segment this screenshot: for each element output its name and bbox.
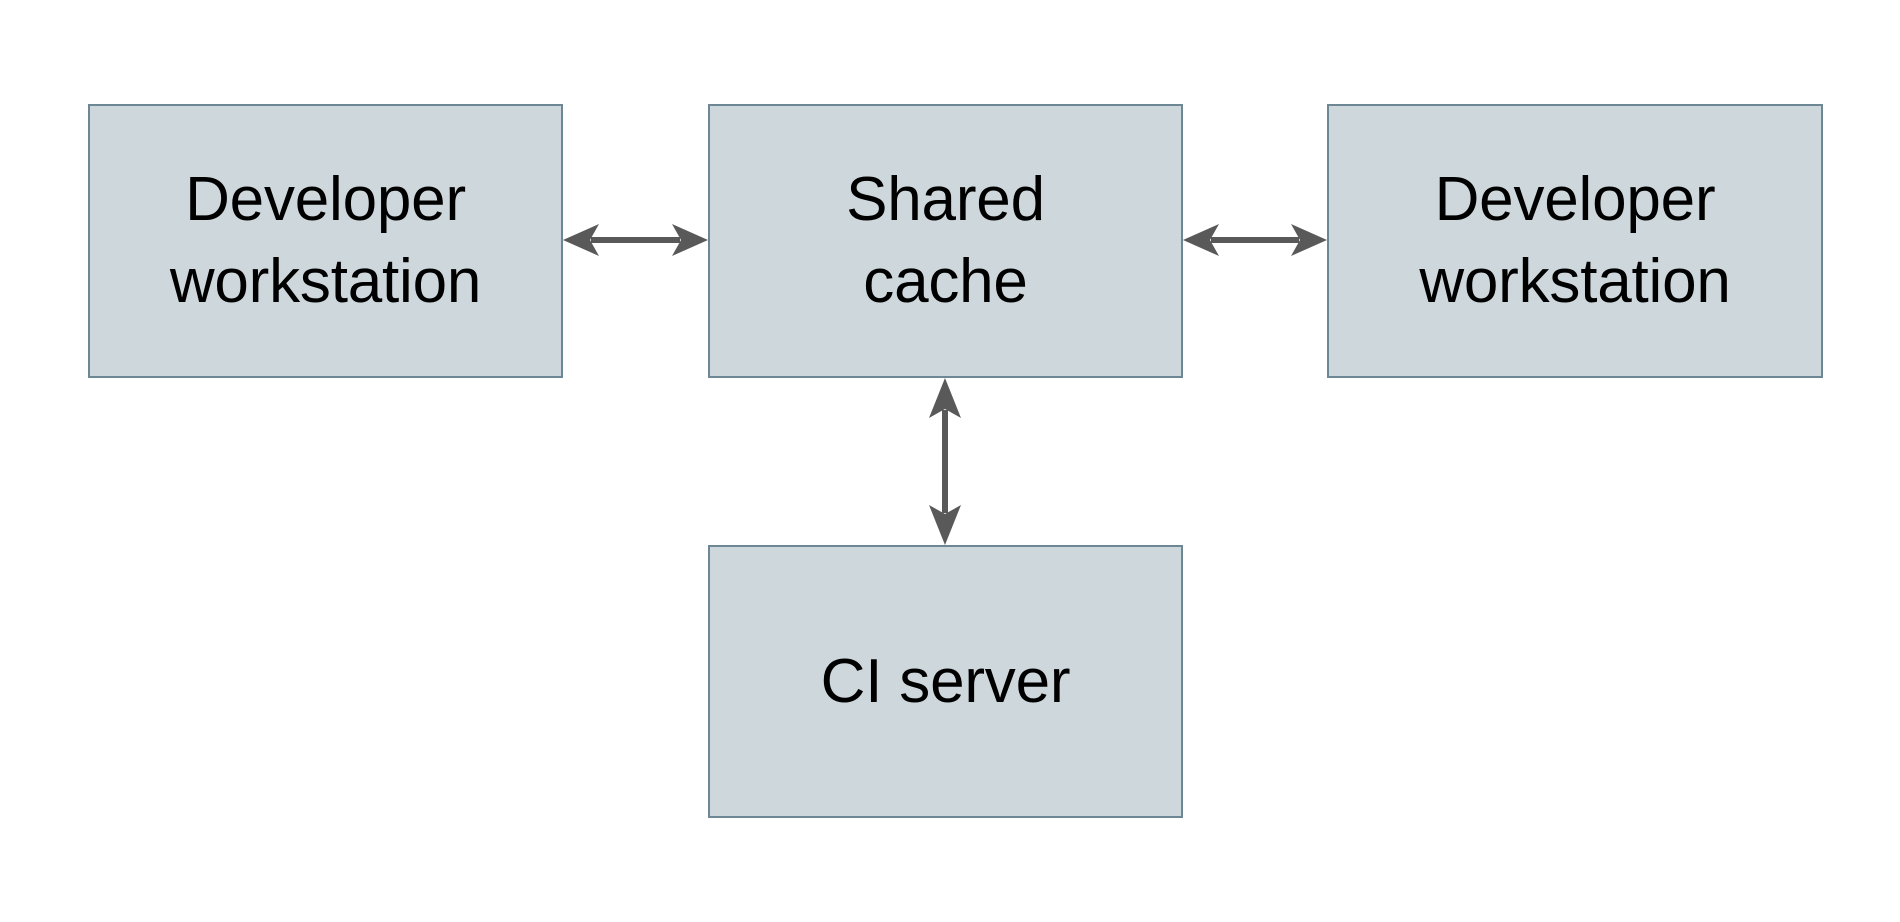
node-ci-server[interactable]: CI server bbox=[708, 545, 1183, 818]
double-headed-arrow-icon bbox=[929, 378, 961, 545]
node-developer-workstation-left[interactable]: Developer workstation bbox=[88, 104, 563, 378]
node-label-ci-server: CI server bbox=[820, 646, 1071, 716]
node-label-developer-workstation-left: Developer workstation bbox=[169, 165, 482, 316]
node-label-shared-cache: Shared cache bbox=[846, 165, 1045, 316]
edge-shared-cache-to-ci-server[interactable] bbox=[919, 378, 971, 545]
edge-shared-cache-to-developer-workstation-right[interactable] bbox=[1183, 214, 1327, 266]
double-headed-arrow-icon bbox=[563, 224, 708, 256]
node-developer-workstation-right[interactable]: Developer workstation bbox=[1327, 104, 1823, 378]
double-headed-arrow-icon bbox=[1183, 224, 1327, 256]
node-shared-cache[interactable]: Shared cache bbox=[708, 104, 1183, 378]
node-label-developer-workstation-right: Developer workstation bbox=[1419, 165, 1731, 316]
edge-developer-workstation-left-to-shared-cache[interactable] bbox=[563, 214, 708, 266]
